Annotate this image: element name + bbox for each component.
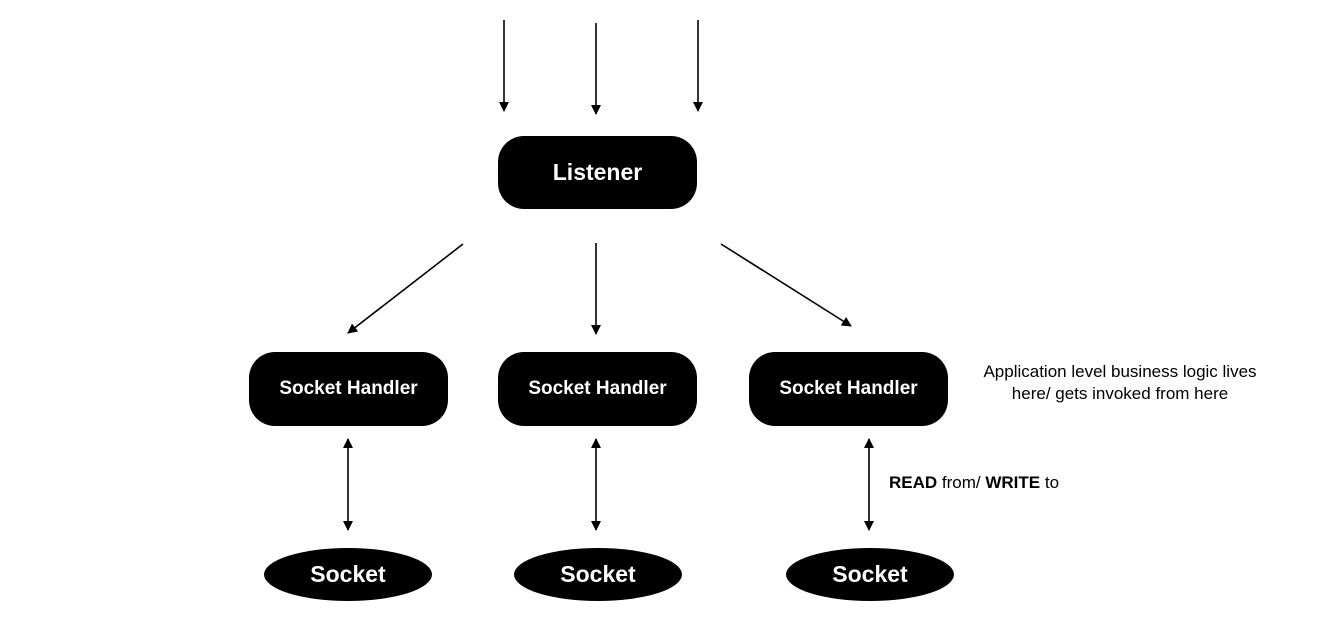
read-label: READ: [889, 473, 938, 492]
socket-label-3: Socket: [832, 561, 908, 587]
socket-handler-label-1: Socket Handler: [279, 378, 418, 399]
socket-label-1: Socket: [310, 561, 386, 587]
socket-handler-node-3: Socket Handler: [749, 352, 948, 426]
to-label: to: [1040, 473, 1060, 492]
listener-label: Listener: [552, 159, 643, 185]
socket-node-1: Socket: [264, 548, 432, 601]
socket-handler-node-1: Socket Handler: [249, 352, 448, 426]
business-logic-annotation: Application level business logic lives h…: [983, 362, 1257, 403]
listener-node: Listener: [498, 136, 697, 209]
from-label: from/: [937, 473, 986, 492]
read-write-annotation: READ from/ WRITE to: [889, 472, 1059, 494]
socket-handler-label-2: Socket Handler: [528, 378, 667, 399]
listener-to-handler-1-arrow: [347, 243, 464, 334]
socket-handler-label-3: Socket Handler: [779, 378, 918, 399]
socket-node-3: Socket: [786, 548, 954, 601]
write-label: WRITE: [985, 473, 1041, 492]
socket-node-2: Socket: [514, 548, 682, 601]
socket-handler-node-2: Socket Handler: [498, 352, 697, 426]
socket-label-2: Socket: [560, 561, 636, 587]
listener-to-handler-3-arrow: [720, 243, 852, 327]
